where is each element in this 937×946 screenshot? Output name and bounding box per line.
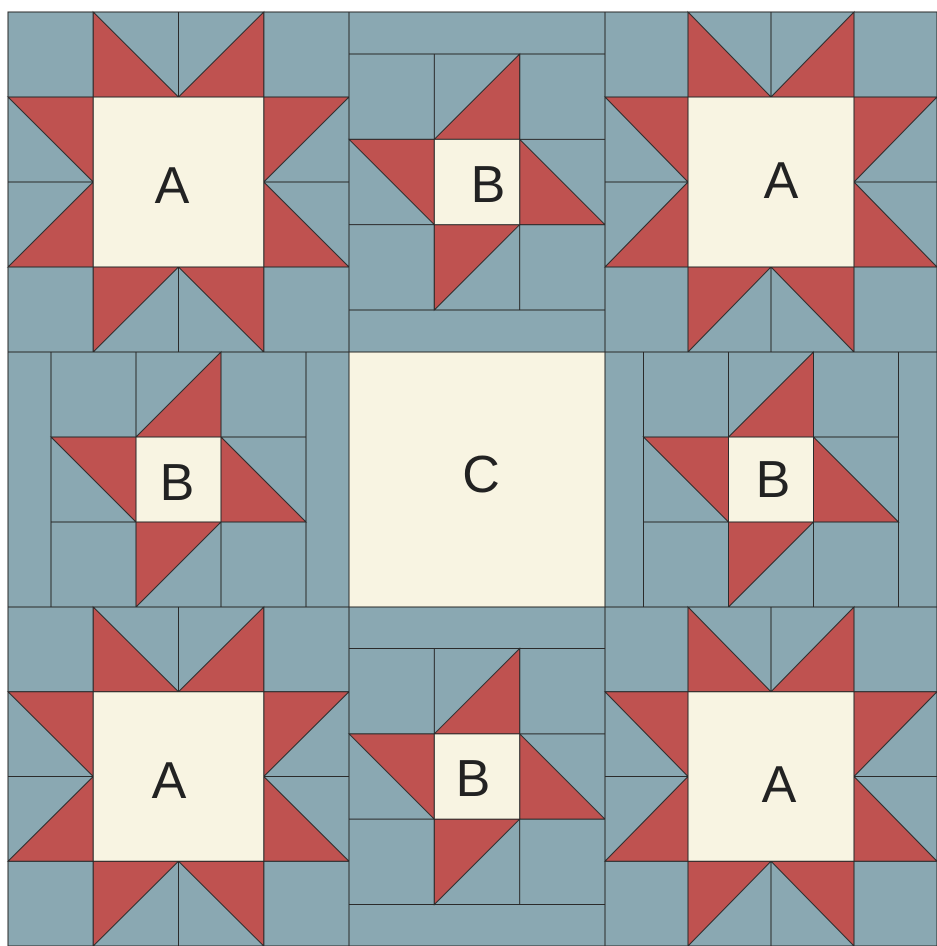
- label-top-middle: B: [471, 156, 506, 214]
- label-center: C: [462, 446, 500, 504]
- label-bottom-right: A: [762, 756, 797, 814]
- sashing-strip: [349, 12, 605, 54]
- label-middle-right: B: [756, 451, 791, 509]
- label-top-left: A: [155, 157, 190, 215]
- sashing-strip: [349, 310, 605, 352]
- label-bottom-middle: B: [456, 750, 491, 808]
- sashing-strip: [605, 352, 644, 607]
- label-middle-left: B: [160, 454, 195, 512]
- sashing-strip: [8, 352, 51, 607]
- sashing-strip: [349, 607, 605, 649]
- label-bottom-left: A: [152, 752, 187, 810]
- sashing-strip: [306, 352, 349, 607]
- sashing-strip: [349, 905, 605, 946]
- label-top-right: A: [764, 152, 799, 210]
- sashing-strip: [899, 352, 937, 607]
